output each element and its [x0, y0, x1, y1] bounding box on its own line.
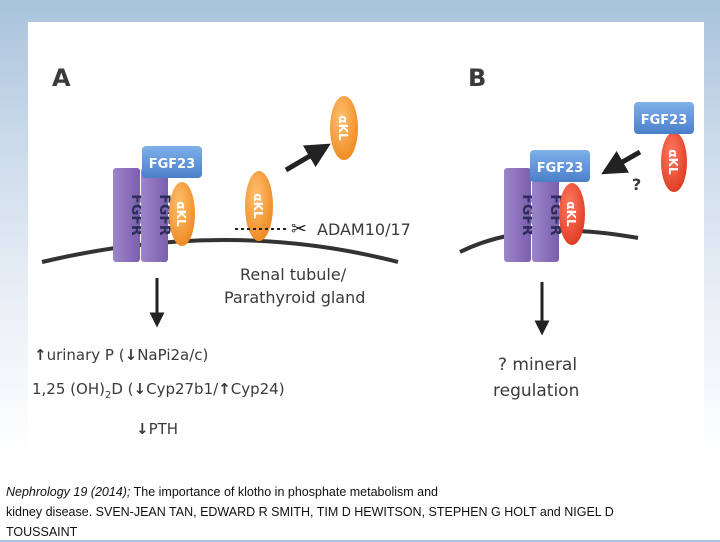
effect2-mid2: Cyp27b1/: [146, 380, 219, 398]
panel-b-outcome-line1: ? mineral: [498, 355, 577, 375]
citation-journal: Nephrology 19 (2014);: [6, 485, 131, 499]
up-arrow-icon: ↑: [34, 346, 47, 364]
effect2-prefix: 1,25 (OH): [32, 380, 105, 398]
panel-b-fgf23-free-label: FGF23: [641, 113, 688, 128]
panel-b-fgf23-free: [634, 102, 694, 134]
panel-a-klotho-bound: [169, 182, 195, 246]
down-arrow-icon: ↓: [134, 380, 147, 398]
panel-a-klotho-shed: [330, 96, 358, 160]
cleavage-arrow-icon: [284, 143, 331, 173]
scissors-icon: ✂: [291, 218, 307, 240]
panel-a-protease-label: ADAM10/17: [317, 220, 411, 239]
panel-b-fgfr-right-label: FGFR: [547, 194, 563, 236]
panel-a-tissue-line2: Parathyroid gland: [224, 288, 365, 307]
panel-a-klotho-shed-label: αKL: [336, 115, 350, 141]
up-arrow-icon: ↑: [218, 380, 231, 398]
effect2-suffix: Cyp24): [231, 380, 285, 398]
citation-authors: SVEN-JEAN TAN, EDWARD R SMITH, TIM D HEW…: [92, 505, 614, 519]
panel-a-fgfr-left-label: FGFR: [128, 194, 144, 236]
panel-a-fgfr-right: [141, 168, 168, 262]
klotho-diagram: A FGFR FGFR FGF23 αKL αKL αKL ✂ ADAM10/1…: [32, 64, 694, 438]
panel-b-fgfr-left: [504, 168, 531, 262]
panel-b-letter: B: [468, 64, 486, 92]
panel-b-question-mark: ?: [632, 175, 641, 194]
panel-a-fgf23: [142, 146, 202, 178]
binding-arrow-icon: [601, 149, 642, 175]
panel-a-effect-2: 1,25 (OH)2D (↓Cyp27b1/↑Cyp24): [32, 380, 285, 401]
down-arrow-icon: ↓: [136, 420, 149, 438]
panel-b-klotho-bound: [559, 183, 585, 245]
panel-b-fgf23-bound-label: FGF23: [537, 161, 584, 176]
panel-a-klotho-bound-label: αKL: [174, 201, 188, 227]
citation-authors-cont: TOUSSAINT: [6, 525, 78, 539]
panel-a-letter: A: [52, 64, 71, 92]
effect1-prefix: urinary P (: [47, 346, 125, 364]
citation-title: The importance of klotho in phosphate me…: [130, 485, 438, 499]
panel-a-fgfr-left: [113, 168, 140, 262]
panel-b-klotho-free-label: αKL: [666, 149, 680, 175]
panel-b-klotho-bound-label: αKL: [564, 201, 578, 227]
panel-a-effect-3: ↓PTH: [136, 420, 178, 438]
effect2-subscript: 2: [105, 390, 111, 401]
panel-a-tissue-line1: Renal tubule/: [240, 265, 347, 284]
panel-a-klotho-membrane-label: αKL: [251, 193, 265, 219]
figure-panel: A FGFR FGFR FGF23 αKL αKL αKL ✂ ADAM10/1…: [28, 22, 704, 466]
panel-b-fgfr-right: [532, 168, 559, 262]
panel-a-membrane: [41, 238, 399, 264]
effect1-suffix: NaPi2a/c): [137, 346, 208, 364]
panel-a-klotho-membrane: [245, 171, 273, 241]
effect3-label: PTH: [149, 420, 179, 438]
panel-a: A FGFR FGFR FGF23 αKL αKL αKL ✂ ADAM10/1…: [32, 64, 411, 438]
effect2-mid: D (: [111, 380, 133, 398]
panel-a-fgfr-right-label: FGFR: [156, 194, 172, 236]
panel-b-fgfr-left-label: FGFR: [519, 194, 535, 236]
panel-b: B FGFR FGFR FGF23 αKL αKL FGF23 ? ? mine…: [459, 64, 694, 401]
panel-b-fgf23-bound: [530, 150, 590, 182]
panel-b-klotho-free: [661, 132, 687, 192]
citation-title-cont: kidney disease.: [6, 505, 93, 519]
down-arrow-icon: ↓: [125, 346, 138, 364]
panel-b-outcome-line2: regulation: [493, 381, 579, 401]
citation-caption: Nephrology 19 (2014); The importance of …: [6, 482, 706, 542]
panel-a-effect-1: ↑urinary P (↓NaPi2a/c): [34, 346, 208, 364]
panel-a-fgf23-label: FGF23: [149, 157, 196, 172]
